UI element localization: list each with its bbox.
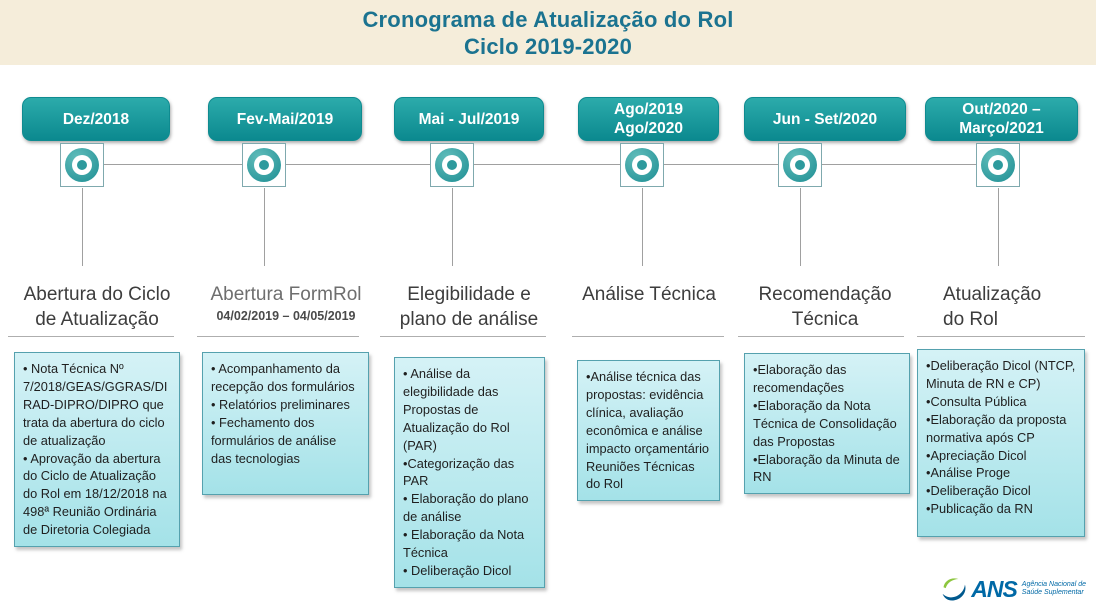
bullseye-ring: [65, 148, 99, 182]
bullet-item: •Elaboração da Nota Técnica de Consolida…: [753, 397, 897, 449]
bullet-item: •Análise Proge: [926, 465, 1011, 481]
stage-date-badge: Fev-Mai/2019: [208, 97, 362, 141]
ans-logo-acronym: ANS: [971, 575, 1018, 602]
stage-title-text: Abertura FormRol: [210, 284, 362, 305]
connector-line: [800, 188, 801, 266]
bullet-item: •Deliberação Dicol: [926, 483, 1031, 499]
bullseye-ring: [435, 148, 469, 182]
ans-logo-name-line1: Agência Nacional de: [1021, 580, 1086, 588]
stage-details-box: •Análise técnica das propostas: evidênci…: [577, 360, 720, 502]
bullet-item: • Análise da elegibilidade das Propostas…: [403, 366, 510, 453]
bullseye-node-icon: [976, 143, 1020, 187]
bullet-item: • Acompanhamento da recepção dos formulá…: [211, 361, 355, 394]
page-title: Cronograma de Atualização do Rol: [362, 6, 734, 32]
bullseye-node-icon: [778, 143, 822, 187]
stage-date-badge: Mai - Jul/2019: [394, 97, 544, 141]
connector-line: [264, 188, 265, 266]
bullseye-ring: [625, 148, 659, 182]
connector-line: [642, 188, 643, 266]
bullet-item: •Análise técnica das propostas: evidênci…: [586, 369, 710, 456]
bullet-item: • Elaboração do plano de análise: [403, 491, 529, 525]
bullseye-node-icon: [60, 143, 104, 187]
stage-title-underline: [572, 336, 724, 337]
stage-title-underline: [738, 336, 904, 337]
ans-logo-swoosh-icon: [942, 578, 966, 601]
stage-details-box: • Acompanhamento da recepção dos formulá…: [202, 352, 369, 495]
connector-line: [452, 188, 453, 266]
bullet-item: • Fechamento dos formulários de análise …: [211, 414, 337, 466]
title-band: Cronograma de Atualização do Rol Ciclo 2…: [0, 0, 1096, 65]
bullet-item: •Consulta Pública: [926, 393, 1027, 409]
bullseye-node-icon: [242, 143, 286, 187]
connector-line: [82, 188, 83, 266]
bullet-item: •Elaboração da Minuta de RN: [753, 451, 900, 485]
stage-date-badge: Jun - Set/2020: [744, 97, 906, 141]
page-subtitle: Ciclo 2019-2020: [463, 33, 633, 59]
stage-details-box: • Análise da elegibilidade das Propostas…: [394, 357, 545, 588]
stage-title-underline: [197, 336, 359, 337]
stage-date-badge: Out/2020 –Março/2021: [925, 97, 1078, 141]
bullet-item: •Elaboração da proposta normativa após C…: [926, 411, 1067, 445]
stage-title-underline: [380, 336, 546, 337]
bullet-item: •Categorização das PAR: [403, 455, 515, 489]
bullet-item: • Deliberação Dicol: [403, 562, 512, 578]
bullet-item: • Aprovação da abertura do Ciclo de Atua…: [23, 450, 167, 538]
bullet-item: • Relatórios preliminares: [211, 396, 350, 412]
stage-title-underline: [917, 336, 1085, 337]
ans-logo-name: Agência Nacional de Saúde Suplementar: [1020, 581, 1086, 598]
ans-logo: ANS Agência Nacional de Saúde Suplementa…: [940, 575, 1086, 603]
stage-details-box: •Deliberação Dicol (NTCP, Minuta de RN e…: [917, 349, 1085, 537]
timeline-axis-line: [82, 164, 998, 165]
bullet-item: • Nota Técnica Nº 7/2018/GEAS/GGRAS/DIRA…: [23, 361, 168, 448]
bullet-item: •Deliberação Dicol (NTCP, Minuta de RN e…: [926, 358, 1076, 391]
stage-title: Análise Técnica: [582, 284, 716, 305]
bullet-item: •Apreciação Dicol: [926, 447, 1027, 463]
bullseye-ring: [247, 148, 281, 182]
bullseye-node-icon: [430, 143, 474, 187]
bullet-item: •Publicação da RN: [926, 501, 1033, 517]
connector-line: [998, 188, 999, 266]
bullet-item: Reuniões Técnicas do Rol: [586, 458, 695, 492]
stage-date-badge: Dez/2018: [22, 97, 170, 141]
bullet-item: • Elaboração da Nota Técnica: [403, 527, 525, 561]
stage-details-box: •Elaboração das recomendações•Elaboração…: [744, 353, 910, 495]
bullet-item: •Elaboração das recomendações: [753, 362, 847, 395]
bullseye-node-icon: [620, 143, 664, 187]
stage-details-box: • Nota Técnica Nº 7/2018/GEAS/GGRAS/DIRA…: [14, 352, 180, 548]
bullseye-ring: [981, 148, 1015, 182]
stage-title-underline: [8, 336, 174, 337]
stage-subtitle: 04/02/2019 – 04/05/2019: [216, 309, 356, 323]
ans-logo-name-line2: Saúde Suplementar: [1021, 589, 1084, 596]
stage-title: Abertura FormRol 04/02/2019 – 04/05/2019: [193, 282, 379, 325]
bullseye-ring: [783, 148, 817, 182]
